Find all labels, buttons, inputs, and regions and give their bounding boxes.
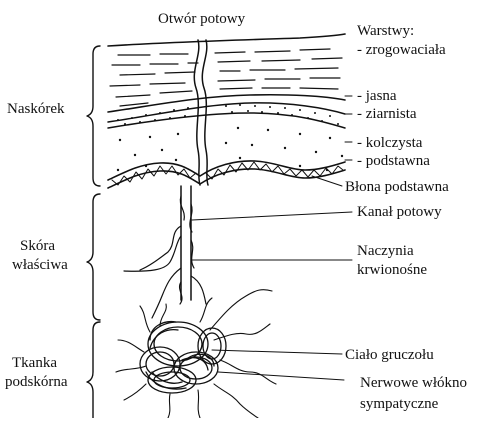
gland-label: Ciało gruczołu [345, 347, 434, 363]
layer-granulosum-label: - ziarnista [357, 106, 417, 122]
leader-membrane [312, 176, 342, 186]
pore-label: Otwór potowy [158, 11, 246, 27]
region-dermis-label-line2: właściwa [12, 257, 68, 273]
vessels-label-line1: Naczynia [357, 243, 414, 259]
region-dermis-label-line1: Skóra [20, 238, 55, 254]
stratum-basale [108, 161, 345, 188]
region-hypodermis-label-line1: Tkanka [12, 355, 57, 371]
layer-corneum-label: - zrogowaciała [357, 42, 446, 58]
region-epidermis-label: Naskórek [7, 101, 65, 117]
leader-gland [212, 350, 342, 354]
dermis-brace [87, 194, 100, 320]
layer-basale-label: - podstawna [357, 153, 430, 169]
layer-lucidum-label: - jasna [357, 88, 397, 104]
layer-spinosum-label: - kolczysta [357, 135, 423, 151]
nerve-label-line1: Nerwowe włókno [360, 375, 467, 391]
duct-label: Kanał potowy [357, 204, 442, 220]
sweat-duct-epidermis [194, 40, 208, 185]
hypodermis-brace [87, 322, 100, 418]
nerve-label-line2: sympatyczne [360, 396, 439, 412]
leader-duct [192, 212, 352, 220]
region-braces [87, 46, 100, 418]
epidermis-brace [87, 46, 100, 186]
region-hypodermis-label-line2: podskórna [5, 374, 68, 390]
stratum-corneum [108, 34, 345, 112]
nerve-fibres [116, 290, 276, 418]
gland-coil [140, 322, 226, 393]
sweat-duct-dermis [181, 186, 191, 300]
leader-nerve [218, 372, 344, 380]
vessels-label-line2: krwionośne [357, 262, 427, 278]
membrane-label: Błona podstawna [345, 179, 449, 195]
layers-heading: Warstwy: [357, 23, 414, 39]
leader-lines [192, 96, 352, 380]
blood-vessels [124, 196, 206, 318]
